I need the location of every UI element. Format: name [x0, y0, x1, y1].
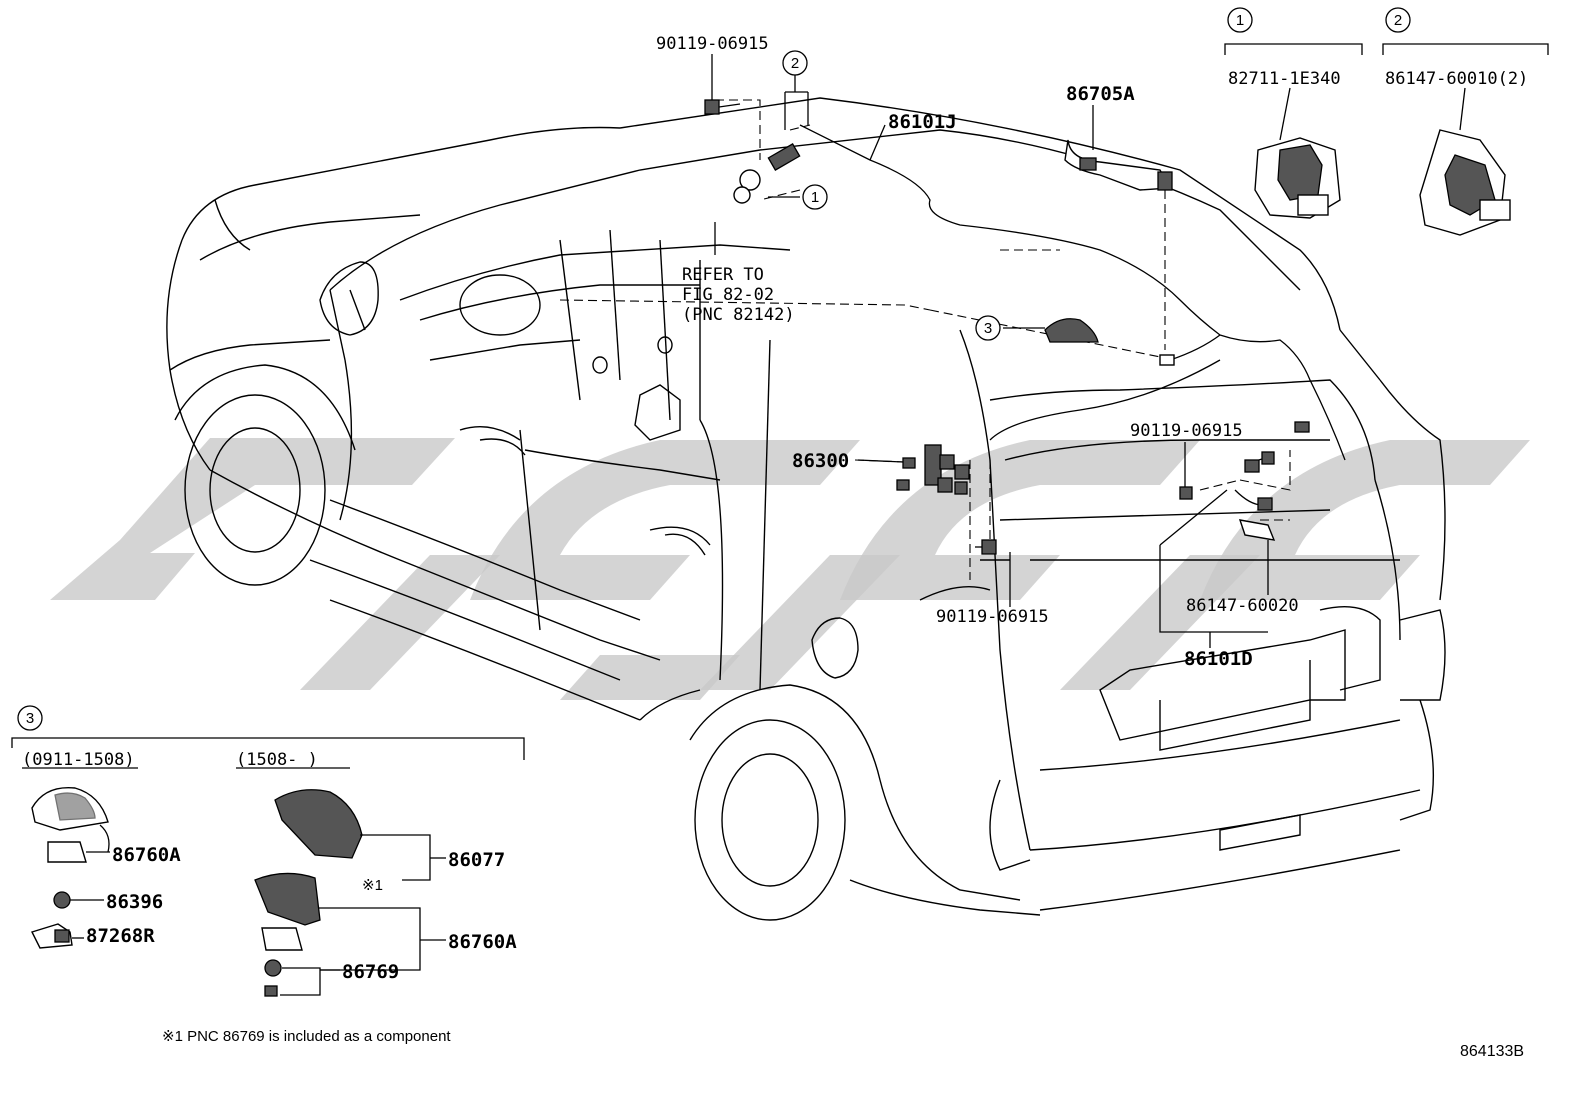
label-86101J: 86101J [888, 111, 957, 133]
label-86300: 86300 [792, 450, 849, 472]
label-bolt-top: 90119-06915 [656, 34, 769, 54]
label-86760A-old: 86760A [112, 844, 181, 866]
vehicle-outline [166, 97, 1446, 921]
inset-antenna: (0911-1508) (1508- ) 86760A 86396 87268R… [11, 737, 525, 997]
part-labels: 90119-06915 86101J 86705A 82711-1E340 86… [656, 34, 1528, 670]
sub-part-86147 [1419, 129, 1511, 236]
leader-lines [711, 43, 1549, 648]
label-86760A-new: 86760A [448, 931, 517, 953]
footnote: ※1 PNC 86769 is included as a component [162, 1028, 451, 1045]
inset-range-new: (1508- ) [236, 750, 318, 770]
label-86705A: 86705A [1066, 83, 1135, 105]
callout-2-dash: 2 [791, 55, 799, 72]
label-86769: 86769 [342, 961, 399, 983]
callout-1-top: 1 [1236, 12, 1244, 29]
harness-parts [704, 99, 1346, 555]
label-82711: 82711-1E340 [1228, 69, 1341, 89]
callout-3-roof: 3 [984, 320, 992, 337]
label-87268R: 87268R [86, 925, 155, 947]
note-mark: ※1 [362, 877, 383, 894]
callout-2-top: 2 [1394, 12, 1402, 29]
label-86101D: 86101D [1184, 648, 1253, 670]
refer-line3: (PNC 82142) [682, 305, 795, 325]
label-86147-60010: 86147-60010(2) [1385, 69, 1528, 89]
diagram-code: 864133B [1460, 1043, 1524, 1060]
callout-1-dash: 1 [811, 189, 819, 206]
refer-line1: REFER TO [682, 265, 764, 285]
refer-line2: FIG 82-02 [682, 285, 774, 305]
callout-3-inset: 3 [26, 710, 34, 727]
callout-circles: 1 2 2 1 3 3 [17, 7, 1411, 731]
watermark-logo [50, 438, 1530, 700]
label-86077: 86077 [448, 849, 505, 871]
sub-part-82711 [1254, 137, 1341, 219]
label-bolt-right: 90119-06915 [1130, 421, 1243, 441]
inset-range-old: (0911-1508) [22, 750, 135, 770]
label-bolt-bottom: 90119-06915 [936, 607, 1049, 627]
label-86396: 86396 [106, 891, 163, 913]
label-86147-60020: 86147-60020 [1186, 596, 1299, 616]
